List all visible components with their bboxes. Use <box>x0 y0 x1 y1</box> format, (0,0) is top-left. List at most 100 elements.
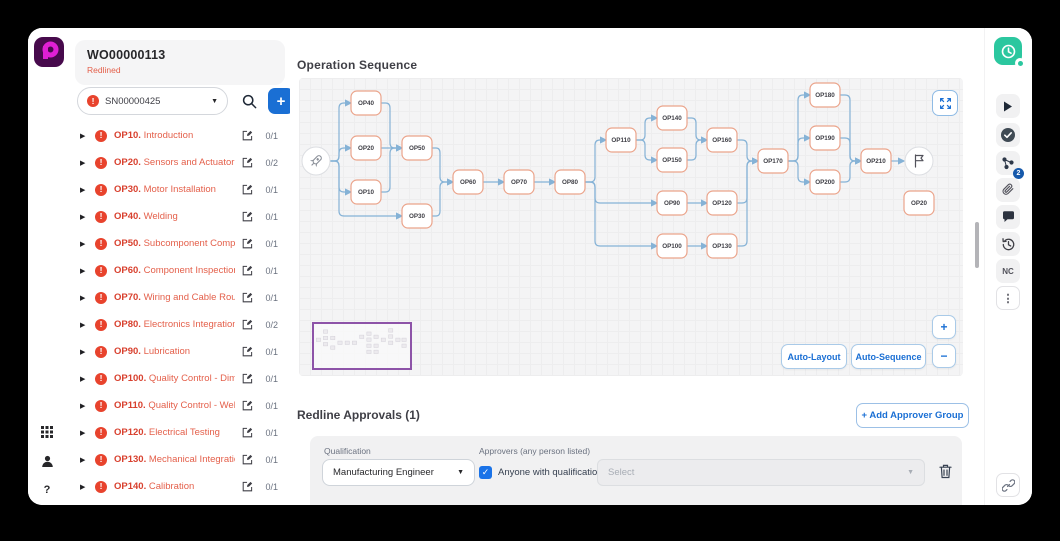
operation-row-op60[interactable]: ▶!OP60. Component Inspection a...0/1 <box>66 257 290 284</box>
approvals-button[interactable] <box>996 123 1020 147</box>
expand-caret-icon[interactable]: ▶ <box>80 159 86 167</box>
operation-row-op20[interactable]: ▶!OP20. Sensors and Actuator In...0/2 <box>66 149 290 176</box>
flow-node-start[interactable] <box>301 146 331 176</box>
expand-caret-icon[interactable]: ▶ <box>80 456 86 464</box>
expand-caret-icon[interactable]: ▶ <box>80 132 86 140</box>
expand-caret-icon[interactable]: ▶ <box>80 240 86 248</box>
flow-node-op10[interactable]: OP10 <box>350 179 382 205</box>
serial-number-value: SN00000425 <box>105 95 161 107</box>
auto-layout-button[interactable]: Auto-Layout <box>781 344 847 369</box>
redline-edit-icon[interactable] <box>242 184 253 195</box>
redline-edit-icon[interactable] <box>242 373 253 384</box>
serial-number-select[interactable]: ! SN00000425 ▼ <box>77 87 228 115</box>
flow-node-op140[interactable]: OP140 <box>656 105 688 131</box>
help-icon[interactable]: ? <box>43 484 51 496</box>
fullscreen-button[interactable] <box>932 90 958 116</box>
redline-edit-icon[interactable] <box>242 481 253 492</box>
flow-node-op80[interactable]: OP80 <box>554 169 586 195</box>
work-order-status: Redlined <box>87 65 121 75</box>
flow-node-op200[interactable]: OP200 <box>809 169 841 195</box>
add-serial-button[interactable]: + <box>268 88 294 114</box>
zoom-in-button[interactable]: + <box>932 315 956 339</box>
flow-node-end[interactable] <box>904 146 934 176</box>
minimap[interactable] <box>312 322 412 370</box>
flow-node-op20b[interactable]: OP20 <box>903 190 935 216</box>
flow-node-op70[interactable]: OP70 <box>503 169 535 195</box>
flow-node-op120[interactable]: OP120 <box>706 190 738 216</box>
run-button[interactable] <box>996 94 1020 118</box>
zoom-out-button[interactable]: − <box>932 344 956 368</box>
flow-node-op160[interactable]: OP160 <box>706 127 738 153</box>
expand-caret-icon[interactable]: ▶ <box>80 402 86 410</box>
expand-caret-icon[interactable]: ▶ <box>80 186 86 194</box>
auto-sequence-button[interactable]: Auto-Sequence <box>851 344 926 369</box>
expand-caret-icon[interactable]: ▶ <box>80 294 86 302</box>
flow-node-op90[interactable]: OP90 <box>656 190 688 216</box>
history-button[interactable] <box>996 232 1020 256</box>
redline-edit-icon[interactable] <box>242 319 253 330</box>
flow-node-op50[interactable]: OP50 <box>401 135 433 161</box>
flow-node-op210[interactable]: OP210 <box>860 148 892 174</box>
flow-node-op20[interactable]: OP20 <box>350 135 382 161</box>
redline-edit-icon[interactable] <box>242 292 253 303</box>
redline-edit-icon[interactable] <box>242 238 253 249</box>
flow-node-op30[interactable]: OP30 <box>401 203 433 229</box>
flow-node-op100[interactable]: OP100 <box>656 233 688 259</box>
approvers-select[interactable]: Select ▼ <box>597 459 925 486</box>
more-options-button[interactable]: ⋮ <box>996 286 1020 310</box>
expand-caret-icon[interactable]: ▶ <box>80 429 86 437</box>
redline-edit-icon[interactable] <box>242 265 253 276</box>
redline-edit-icon[interactable] <box>242 346 253 357</box>
time-tracking-button[interactable] <box>994 37 1025 68</box>
operation-row-op100[interactable]: ▶!OP100. Quality Control - Dimen...0/1 <box>66 365 290 392</box>
app-logo-icon[interactable] <box>34 37 64 67</box>
work-order-card[interactable]: WO00000113 Redlined <box>75 40 285 85</box>
signoff-count: 0/1 <box>265 265 278 276</box>
vertical-scrollbar[interactable] <box>975 222 979 268</box>
add-approver-group-button[interactable]: + Add Approver Group <box>856 403 969 428</box>
flow-node-op190[interactable]: OP190 <box>809 125 841 151</box>
expand-caret-icon[interactable]: ▶ <box>80 483 86 491</box>
attachments-button[interactable] <box>996 178 1020 202</box>
redline-edit-icon[interactable] <box>242 427 253 438</box>
delete-approver-group-button[interactable] <box>936 461 954 481</box>
redline-edit-icon[interactable] <box>242 211 253 222</box>
flow-node-op60[interactable]: OP60 <box>452 169 484 195</box>
share-button[interactable]: 2 <box>996 151 1024 179</box>
operation-row-op50[interactable]: ▶!OP50. Subcomponent Compati...0/1 <box>66 230 290 257</box>
link-button[interactable] <box>996 473 1020 497</box>
expand-caret-icon[interactable]: ▶ <box>80 267 86 275</box>
flow-node-op130[interactable]: OP130 <box>706 233 738 259</box>
operation-row-op70[interactable]: ▶!OP70. Wiring and Cable Routing0/1 <box>66 284 290 311</box>
anyone-with-qualification-checkbox[interactable]: ✓ <box>479 466 492 479</box>
nc-button[interactable]: NC <box>996 259 1020 283</box>
redline-edit-icon[interactable] <box>242 454 253 465</box>
flow-node-op40[interactable]: OP40 <box>350 90 382 116</box>
search-button[interactable] <box>237 89 261 113</box>
comments-button[interactable] <box>996 205 1020 229</box>
redline-edit-icon[interactable] <box>242 130 253 141</box>
expand-caret-icon[interactable]: ▶ <box>80 213 86 221</box>
expand-caret-icon[interactable]: ▶ <box>80 321 86 329</box>
redline-edit-icon[interactable] <box>242 157 253 168</box>
operation-row-op110[interactable]: ▶!OP110. Quality Control - Weld In...0/1 <box>66 392 290 419</box>
redline-edit-icon[interactable] <box>242 400 253 411</box>
user-icon[interactable] <box>40 454 54 468</box>
qualification-select[interactable]: Manufacturing Engineer ▼ <box>322 459 475 486</box>
apps-grid-icon[interactable] <box>40 425 54 439</box>
flow-node-op110[interactable]: OP110 <box>605 127 637 153</box>
flow-node-op170[interactable]: OP170 <box>757 148 789 174</box>
expand-caret-icon[interactable]: ▶ <box>80 348 86 356</box>
flow-node-op150[interactable]: OP150 <box>656 147 688 173</box>
expand-caret-icon[interactable]: ▶ <box>80 375 86 383</box>
flow-node-op180[interactable]: OP180 <box>809 82 841 108</box>
